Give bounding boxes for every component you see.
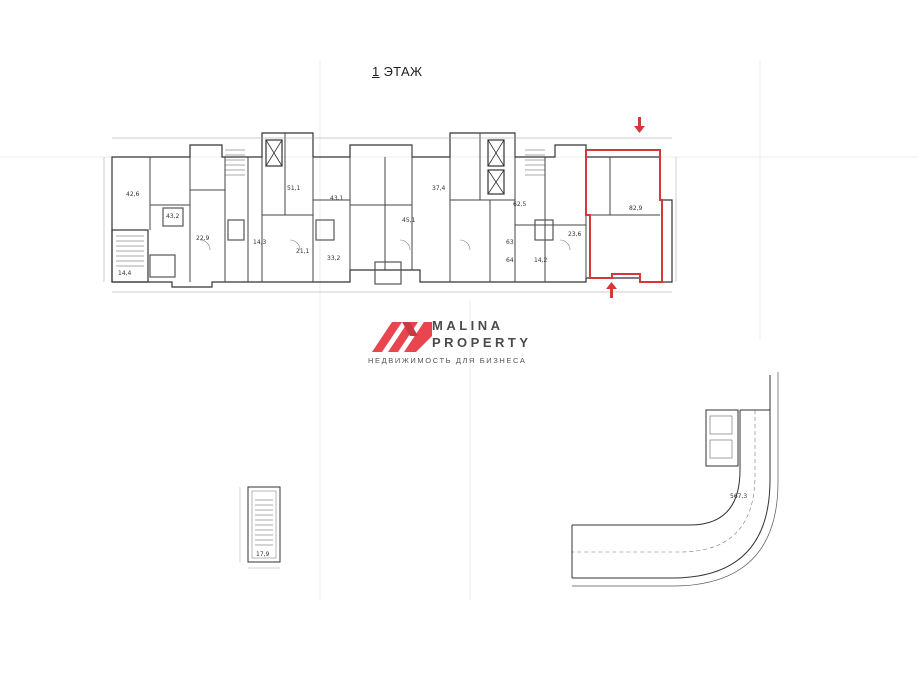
floor-number: 1 [372, 64, 380, 79]
room-label: 23,6 [568, 231, 582, 238]
room-label: 33,2 [327, 255, 341, 262]
floor-label: ЭТАЖ [383, 64, 423, 79]
room-label: 45,1 [402, 217, 416, 224]
entrance-arrow-top [634, 117, 645, 133]
brand-name-line1: MALINA [432, 318, 504, 333]
room-label: 37,4 [432, 185, 446, 192]
entrance-arrow-bottom [606, 282, 617, 298]
room-label: 62,5 [513, 201, 527, 208]
room-label: 51,1 [287, 185, 301, 192]
main-building [111, 132, 673, 288]
room-labels: 42,6 43,2 51,1 43,1 14,3 45,1 37,4 62,5 … [118, 185, 643, 277]
brand-tagline: НЕДВИЖИМОСТЬ ДЛЯ БИЗНЕСА [368, 356, 527, 365]
room-label: 42,6 [126, 191, 140, 198]
room-label: 64 [506, 257, 514, 264]
room-label: 14,3 [253, 239, 267, 246]
room-label: 14,4 [118, 270, 132, 277]
brand-name-line2: PROPERTY [432, 335, 532, 350]
ramp-annex [571, 372, 779, 587]
stair-annex-label: 17,9 [256, 551, 270, 558]
room-label: 82,9 [629, 205, 643, 212]
stair-annex [239, 486, 281, 569]
room-label: 14,2 [534, 257, 548, 264]
room-label: 43,1 [330, 195, 344, 202]
room-label: 22,9 [196, 235, 210, 242]
dimension-lines [103, 137, 677, 293]
room-label: 43,2 [166, 213, 180, 220]
logo-mark [372, 322, 432, 352]
room-label: 63 [506, 239, 514, 246]
brand-logo: MALINA PROPERTY НЕДВИЖИМОСТЬ ДЛЯ БИЗНЕСА [366, 318, 566, 370]
ramp-annex-label: 567,3 [730, 493, 747, 500]
room-label: 21,1 [296, 248, 310, 255]
highlighted-unit [585, 149, 663, 283]
